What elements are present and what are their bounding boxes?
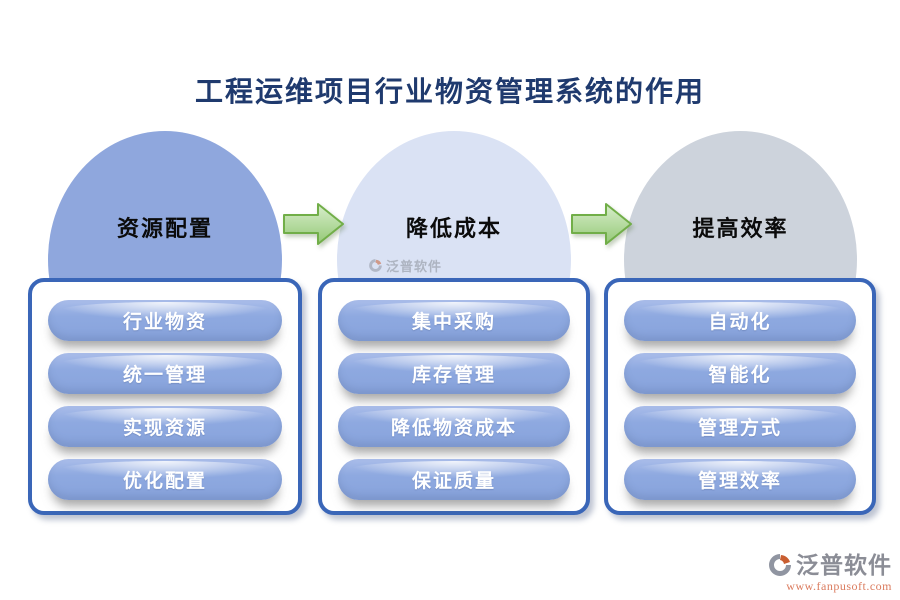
watermark: 泛普软件: [368, 256, 442, 275]
brand-name: 泛普软件: [796, 552, 892, 578]
pill-item: 智能化: [624, 353, 856, 394]
pill-label: 管理效率: [697, 471, 782, 492]
stage-circle-label: 降低成本: [405, 216, 502, 241]
pill-item: 管理方式: [624, 406, 856, 447]
fanpu-logo-icon: [767, 552, 793, 578]
stage-circle-label: 提高效率: [692, 216, 789, 241]
pill-label: 优化配置: [122, 471, 207, 492]
pill-item: 保证质量: [338, 459, 570, 500]
watermark-text: 泛普软件: [386, 259, 443, 274]
pill-item: 降低物资成本: [338, 406, 570, 447]
pill-item: 行业物资: [48, 300, 282, 341]
stage-circle-label: 资源配置: [116, 216, 213, 241]
fanpu-logo-icon: [368, 258, 383, 273]
right-arrow-icon: [571, 201, 633, 247]
pill-label: 实现资源: [122, 418, 207, 439]
pill-label: 库存管理: [411, 365, 496, 386]
stage-panel-cost: 集中采购 库存管理 降低物资成本 保证质量: [318, 278, 590, 515]
pill-label: 集中采购: [411, 312, 496, 333]
pill-label: 行业物资: [122, 312, 207, 333]
stage-panel-efficiency: 自动化 智能化 管理方式 管理效率: [604, 278, 876, 515]
pill-item: 优化配置: [48, 459, 282, 500]
right-arrow-icon: [283, 201, 345, 247]
pill-label: 自动化: [708, 312, 772, 333]
brand-url: www.fanpusoft.com: [786, 579, 892, 593]
pill-label: 统一管理: [122, 365, 207, 386]
pill-item: 库存管理: [338, 353, 570, 394]
pill-label: 保证质量: [411, 471, 496, 492]
pill-item: 实现资源: [48, 406, 282, 447]
pill-item: 管理效率: [624, 459, 856, 500]
pill-item: 集中采购: [338, 300, 570, 341]
stage-panel-resource: 行业物资 统一管理 实现资源 优化配置: [28, 278, 302, 515]
pill-label: 管理方式: [697, 418, 782, 439]
pill-label: 降低物资成本: [390, 418, 517, 439]
pill-label: 智能化: [708, 365, 772, 386]
pill-item: 自动化: [624, 300, 856, 341]
page-title: 工程运维项目行业物资管理系统的作用: [194, 77, 705, 108]
footer-brand-block: 泛普软件 www.fanpusoft.com: [767, 552, 892, 592]
pill-item: 统一管理: [48, 353, 282, 394]
